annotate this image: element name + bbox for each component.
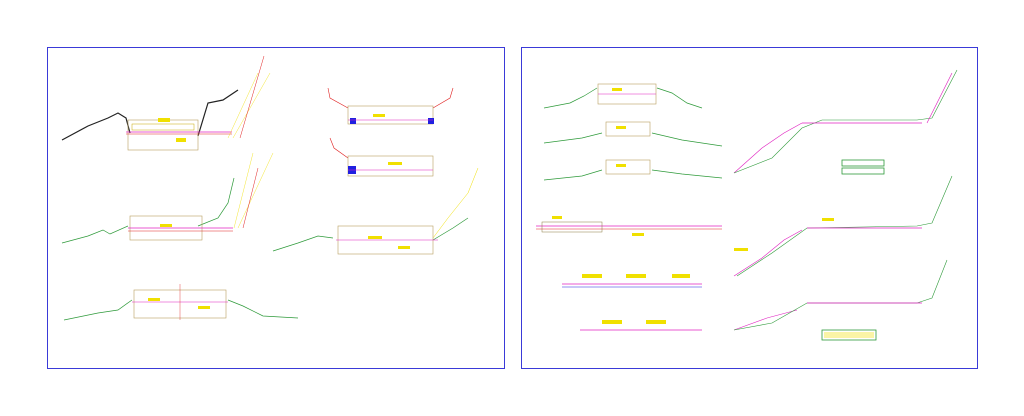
right-sheet-drawing [536, 69, 958, 341]
terrain-line [432, 217, 469, 241]
terrain-line [543, 132, 603, 144]
section-right-top-1 [543, 83, 703, 109]
annotation-block [822, 218, 834, 221]
legend-box [821, 329, 877, 341]
annotation-block [552, 216, 562, 219]
annotation-block [158, 118, 170, 122]
leader-line [239, 55, 265, 139]
annotation-block [646, 320, 666, 324]
section-right-col-2 [733, 175, 953, 277]
annotation-block [388, 162, 402, 165]
slope-line [733, 229, 803, 277]
drain-box [350, 118, 356, 124]
annotation-block [582, 274, 602, 278]
terrain-line [736, 175, 953, 277]
annotation-block [198, 306, 210, 309]
terrain-line [543, 169, 603, 181]
annotation-block [612, 88, 622, 91]
terrain-line [272, 235, 334, 252]
terrain-line [651, 132, 723, 147]
slope-line [329, 137, 349, 159]
annotation-block [734, 248, 748, 251]
leader-line [242, 167, 259, 229]
annotation-block [368, 236, 382, 239]
drain-box [428, 118, 434, 124]
section-top-left [61, 55, 271, 151]
slope-line [926, 72, 953, 124]
slope-line [733, 122, 803, 174]
annotation-block [602, 320, 622, 324]
annotation-block [632, 233, 644, 236]
structure-outline [347, 105, 434, 125]
leader-line [237, 152, 274, 229]
terrain-line [543, 87, 598, 109]
section-right-top-2 [543, 121, 723, 147]
annotation-block [626, 274, 646, 278]
structure-outline [605, 159, 651, 175]
section-top-right [327, 87, 454, 177]
terrain-line [733, 69, 958, 174]
leader-line [432, 167, 479, 239]
annotation-block [616, 126, 626, 129]
road-trace [197, 89, 239, 137]
annotation-block [616, 164, 626, 167]
annotation-block [176, 138, 186, 142]
annotation-block [160, 224, 172, 227]
annotation-block [373, 114, 385, 117]
leader-line [227, 72, 259, 139]
terrain-line [61, 225, 129, 244]
section-right-col-1 [733, 69, 958, 175]
section-bottom [63, 284, 299, 321]
profile-2 [562, 274, 702, 288]
section-right-top-3 [543, 159, 723, 181]
terrain-line [63, 299, 133, 321]
section-middle-right [272, 167, 479, 255]
terrain-line [733, 259, 948, 331]
leader-line [233, 152, 254, 229]
drawing-sheet-right [521, 47, 978, 369]
slope-line [432, 87, 454, 109]
section-right-col-3 [733, 259, 948, 341]
terrain-line [656, 87, 703, 109]
slope-line [733, 309, 798, 331]
legend-box [841, 159, 885, 167]
left-sheet-drawing [61, 55, 479, 321]
profile-3 [580, 320, 702, 331]
terrain-line [227, 299, 299, 319]
profile-1 [536, 216, 722, 236]
terrain-line [651, 169, 723, 179]
drawing-sheet-left [47, 47, 505, 369]
structure-outline [347, 155, 434, 177]
leader-line [232, 72, 271, 139]
road-trace [61, 112, 131, 141]
annotation-block [148, 298, 160, 301]
structure-outline [605, 121, 651, 137]
structure-outline [541, 221, 603, 233]
structure-outline [127, 119, 199, 151]
slope-line [327, 87, 349, 109]
structure-layer [131, 123, 195, 131]
legend-box [841, 167, 885, 175]
legend-fill [824, 332, 874, 338]
section-middle-left [61, 152, 274, 244]
annotation-block [398, 246, 410, 249]
annotation-block [672, 274, 690, 278]
terrain-line [197, 177, 235, 227]
